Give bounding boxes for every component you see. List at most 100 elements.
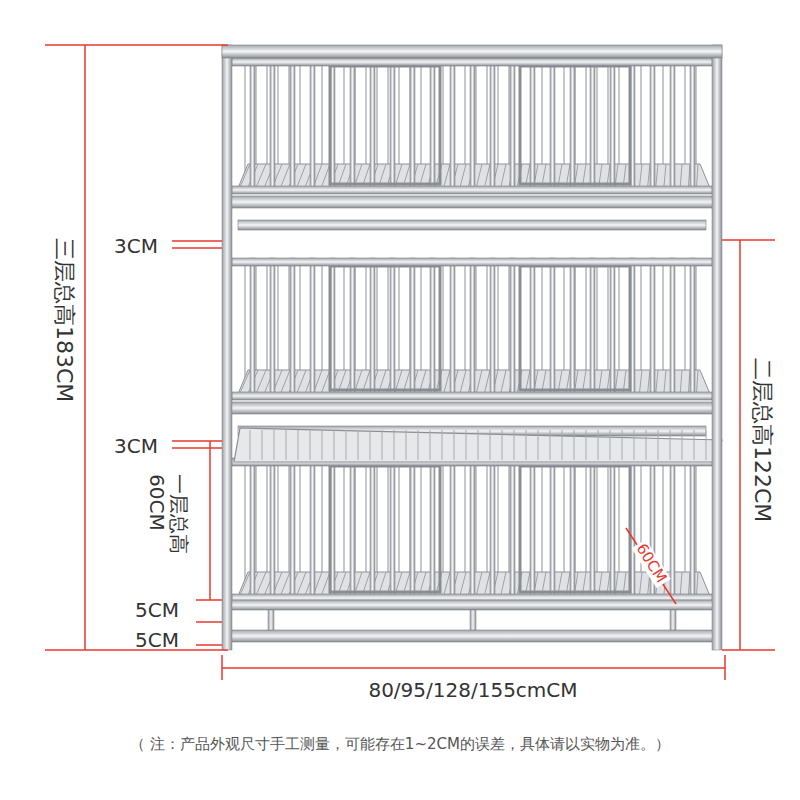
floor-wire	[656, 164, 658, 188]
frame-rail	[232, 58, 712, 66]
floor-wire	[688, 164, 690, 188]
cage-bar	[490, 458, 495, 600]
cage-bar	[570, 58, 575, 192]
frame-rail	[232, 392, 712, 400]
cage-bar	[590, 258, 595, 398]
dimension-label: 一层总高60CM	[146, 474, 190, 566]
floor-wire	[664, 164, 666, 188]
tray-wire	[478, 430, 479, 460]
floor-wire	[444, 572, 450, 596]
tray-wire	[298, 430, 299, 460]
floor-wire	[688, 572, 690, 596]
floor-wire	[664, 370, 666, 394]
floor-wire	[484, 164, 490, 188]
floor-wire	[256, 164, 266, 188]
tray-wire	[622, 430, 623, 460]
cage-bar	[690, 458, 695, 600]
tray-wire	[646, 430, 647, 460]
floor-wire	[639, 370, 642, 394]
frame-rail	[226, 600, 718, 610]
floor-wire	[501, 164, 506, 188]
tray-wire	[334, 430, 335, 460]
frame-rail	[226, 402, 718, 414]
tray-wire	[370, 430, 371, 460]
tray-wire	[382, 430, 383, 460]
floor-wire	[656, 370, 658, 394]
tray-wire	[262, 430, 263, 460]
tray-wire	[466, 430, 467, 460]
tray-wire	[598, 430, 599, 460]
cage-bar	[712, 45, 722, 650]
cage-bar	[470, 58, 475, 192]
floor-wire	[280, 370, 290, 394]
floor-wire	[297, 572, 306, 596]
tray-wire	[694, 430, 695, 460]
tray-wire	[658, 430, 659, 460]
floor-wire	[460, 572, 466, 596]
tray-wire	[490, 430, 491, 460]
cage-door	[330, 466, 440, 592]
tray-wire	[406, 430, 407, 460]
cage-bar	[250, 258, 255, 398]
cage-bar	[430, 458, 435, 600]
cage-bar	[470, 458, 475, 600]
back-bar	[244, 264, 246, 392]
frame-rail	[232, 186, 712, 194]
cage-bar	[510, 458, 515, 600]
tray-wire	[538, 430, 539, 460]
floor-wire	[639, 164, 642, 188]
cage-bar	[550, 58, 555, 192]
floor-wire	[696, 164, 698, 188]
tray-wire	[502, 430, 503, 460]
cage-bar	[510, 258, 515, 398]
cage-bar	[370, 258, 375, 398]
floor-wire	[444, 370, 450, 394]
floor-wire	[240, 572, 250, 596]
floor-wire	[297, 164, 306, 188]
tray-wire	[574, 430, 575, 460]
cage-door	[520, 266, 630, 390]
cage-bar	[430, 58, 435, 192]
tray-wire	[418, 430, 419, 460]
cage-bar	[410, 58, 415, 192]
cage-bar	[650, 58, 655, 192]
note-text: （ 注：产品外观尺寸手工测量，可能存在1~2CM的误差，具体请以实物为准。）	[130, 736, 670, 753]
dimension-label: 3CM	[114, 435, 158, 457]
floor-wire	[476, 572, 482, 596]
cage-bar	[268, 610, 274, 630]
cage-bar	[590, 58, 595, 192]
cage-bar	[310, 58, 315, 192]
cage-bar	[390, 258, 395, 398]
tray-wire	[634, 430, 635, 460]
cage-bar	[270, 258, 275, 398]
tray-wire	[286, 430, 287, 460]
tray-wire	[526, 430, 527, 460]
floor-wire	[280, 164, 290, 188]
floor-wire	[688, 370, 690, 394]
cage-door	[520, 66, 630, 184]
floor-wire	[648, 370, 650, 394]
cage-bar	[250, 58, 255, 192]
floor-wire	[648, 164, 650, 188]
cage-bar	[290, 458, 295, 600]
tray-wire	[310, 430, 311, 460]
cage-bar	[690, 258, 695, 398]
cage-frame	[222, 45, 722, 650]
cage-bar	[270, 458, 275, 600]
floor-wire	[680, 164, 682, 188]
dimension-label: 5CM	[135, 629, 179, 651]
floor-wire	[639, 572, 642, 596]
floor-wire	[680, 572, 682, 596]
cage-bar	[310, 458, 315, 600]
dimension-label: 80/95/128/155cmCM	[368, 679, 577, 701]
cage-bar	[530, 258, 535, 398]
tray-wire	[550, 430, 551, 460]
tray-wire	[346, 430, 347, 460]
cage-bar	[250, 458, 255, 600]
floor-wire	[256, 370, 266, 394]
cage-bar	[590, 458, 595, 600]
dimension-label: 3CM	[114, 235, 158, 257]
tray-wire	[454, 430, 455, 460]
cage-bar	[530, 58, 535, 192]
dimension-label: 5CM	[135, 599, 179, 621]
